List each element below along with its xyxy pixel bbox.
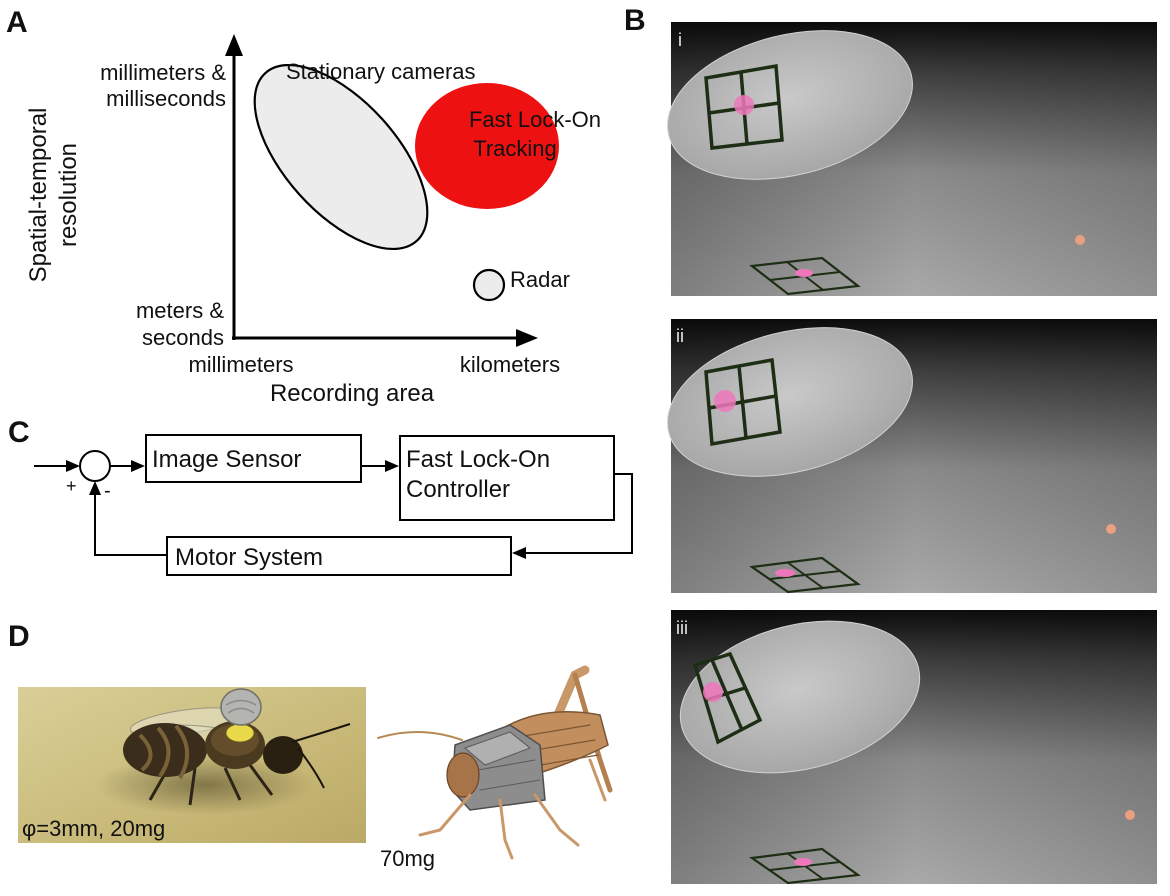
fast-lock-on-label-line2: Tracking [473, 136, 557, 161]
image-sensor-box [145, 434, 362, 483]
locust-photo: 70mg [377, 665, 613, 871]
locust-caption: 70mg [380, 846, 435, 871]
frame-i: i [667, 22, 1157, 296]
y-tick-high-line2: milliseconds [106, 86, 226, 111]
frame-ii: ii [667, 319, 1157, 594]
panel-label-a: A [6, 6, 28, 39]
panel-label-d: D [8, 620, 30, 653]
image-sensor-label: Image Sensor [152, 446, 301, 473]
summing-junction [79, 450, 111, 482]
y-axis-title-line2: resolution [55, 143, 82, 247]
panel-label-b: B [624, 4, 646, 37]
frame-iii-label: iii [676, 618, 688, 638]
y-axis-title-line1: Spatial-temporal [25, 108, 52, 283]
y-tick-high-line1: millimeters & [100, 60, 226, 85]
x-tick-high: kilometers [460, 352, 560, 377]
controller-label-line1: Fast Lock-On [406, 446, 550, 473]
frame-ii-label: ii [676, 326, 684, 346]
minus-sign: - [104, 480, 111, 502]
motor-system-label: Motor System [175, 544, 323, 571]
frame-iii: iii [671, 610, 1157, 885]
panel-label-c: C [8, 416, 30, 449]
chart-a: Stationary cameras Fast Lock-On Tracking… [25, 34, 601, 407]
x-axis-title: Recording area [270, 380, 435, 407]
bee-caption: φ=3mm, 20mg [22, 816, 165, 841]
radar-label: Radar [510, 267, 570, 292]
y-axis-arrow [225, 34, 243, 56]
controller-label-line2: Controller [406, 476, 510, 503]
x-tick-low: millimeters [188, 352, 293, 377]
frame-i-label: i [678, 30, 682, 50]
fast-lock-on-label-line1: Fast Lock-On [469, 107, 601, 132]
control-loop-diagram [34, 434, 633, 576]
stationary-cameras-region [253, 63, 429, 251]
stationary-cameras-label: Stationary cameras [286, 59, 476, 84]
radar-region [472, 268, 506, 302]
input-arrow [66, 460, 80, 472]
fast-lock-on-region [415, 83, 559, 209]
y-tick-low-line2: seconds [142, 325, 224, 350]
x-axis-arrow [516, 329, 538, 347]
y-tick-low-line1: meters & [136, 298, 224, 323]
plus-sign: + [66, 476, 77, 496]
controller-box [399, 435, 615, 521]
bee-photo: φ=3mm, 20mg [18, 687, 366, 843]
